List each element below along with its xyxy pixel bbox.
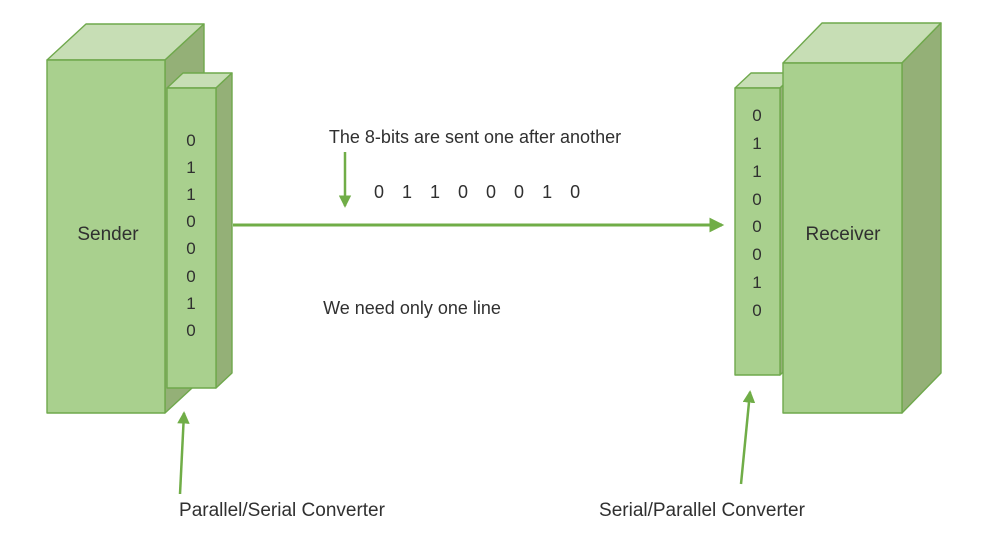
sender-bit-3: 0 (186, 212, 195, 231)
ps-converter-side-face (215, 72, 233, 389)
receiver-bit-4: 0 (752, 217, 761, 236)
sender-bit-4: 0 (186, 239, 195, 258)
receiver-bit-3: 0 (752, 190, 761, 209)
ps-converter-front-face (166, 87, 217, 389)
receiver-label: Receiver (806, 224, 882, 245)
receiver-bit-6: 1 (752, 273, 761, 292)
transmission-note-caption: The 8-bits are sent one after another (329, 127, 621, 147)
receiver-bit-5: 0 (752, 245, 761, 264)
receiver-bit-7: 0 (752, 301, 761, 320)
receiver-box: Receiver (782, 22, 942, 414)
parallel-serial-converter-label: Parallel/Serial Converter (179, 500, 386, 521)
receiver-parallel-bits: 0 1 1 0 0 0 1 0 (752, 106, 761, 320)
receiver-bit-0: 0 (752, 106, 761, 125)
right-converter-pointer-arrow (739, 390, 756, 485)
parallel-serial-converter-box: 0 1 1 0 0 0 1 0 (166, 72, 233, 389)
sender-bit-2: 1 (186, 185, 195, 204)
sender-parallel-bits: 0 1 1 0 0 0 1 0 (186, 131, 195, 340)
sender-bit-1: 1 (186, 158, 195, 177)
serial-parallel-converter-label: Serial/Parallel Converter (599, 500, 806, 521)
sender-label: Sender (77, 224, 139, 245)
receiver-bit-1: 1 (752, 134, 761, 153)
receiver-box-front-face (782, 62, 903, 414)
sender-box-front-face (46, 59, 166, 414)
sender-bit-6: 1 (186, 294, 195, 313)
line-note-caption: We need only one line (323, 298, 501, 318)
sender-bit-0: 0 (186, 131, 195, 150)
receiver-bit-2: 1 (752, 162, 761, 181)
left-converter-pointer-arrow (177, 411, 190, 495)
sender-bit-5: 0 (186, 267, 195, 286)
sp-converter-front-face (734, 87, 781, 376)
serial-bit-stream-text: 0 1 1 0 0 0 1 0 (374, 182, 587, 202)
sender-bit-7: 0 (186, 321, 195, 340)
receiver-box-side-face (901, 22, 942, 414)
